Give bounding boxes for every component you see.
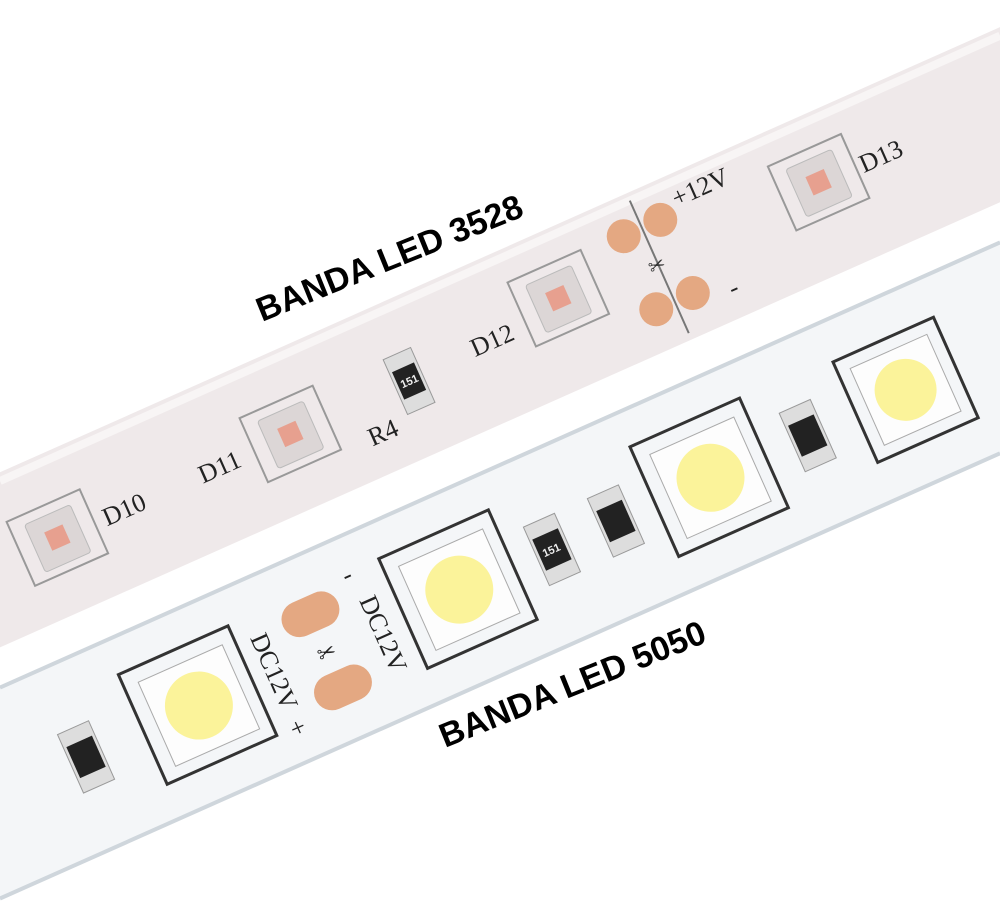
led-5050-2 bbox=[376, 507, 540, 671]
cut-line bbox=[628, 200, 690, 334]
strip-3528-highlight bbox=[0, 32, 1000, 485]
led-5050-4 bbox=[830, 315, 981, 465]
led-5050-1 bbox=[116, 623, 279, 787]
led-5050-3 bbox=[627, 396, 791, 559]
resistor-mid2 bbox=[586, 484, 646, 558]
resistor-left bbox=[56, 720, 116, 794]
strip-5050-top-edge bbox=[0, 240, 1000, 690]
copper-pads-5050: ✂ bbox=[281, 591, 372, 711]
strip-5050-bottom-edge bbox=[0, 451, 1000, 901]
led-strip-5050: DC12V + ✂ - DC12V 151 bbox=[56, 315, 981, 794]
strip-3528-base bbox=[0, 27, 1000, 648]
resistor-mid: 151 bbox=[522, 512, 582, 587]
resistor-right bbox=[778, 398, 837, 473]
